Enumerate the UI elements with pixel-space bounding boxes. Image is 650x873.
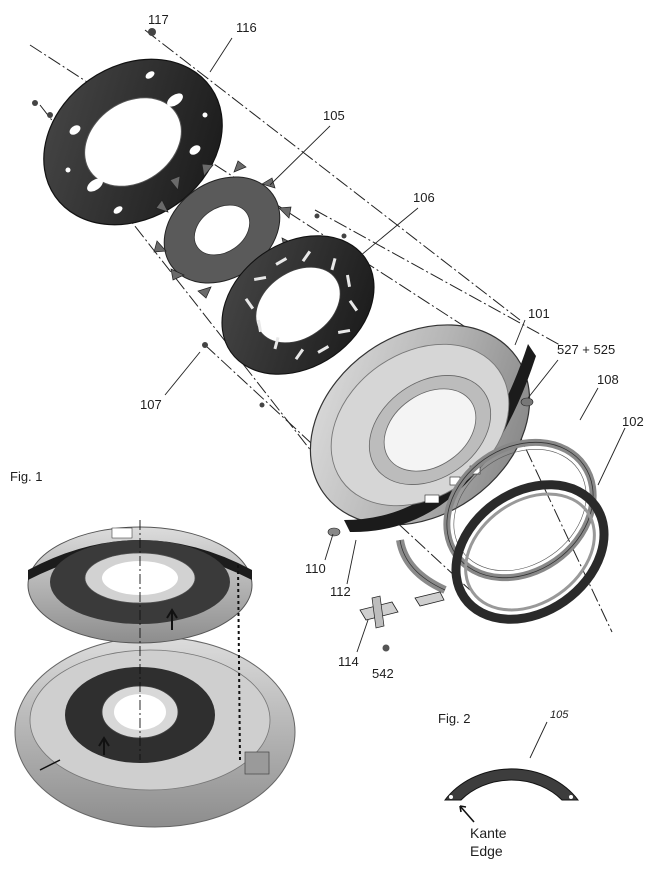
- label-112: 112: [330, 584, 351, 599]
- leader-lines: [164, 37, 626, 759]
- part-542-screw: [382, 644, 390, 652]
- part-107-screw: [202, 342, 208, 348]
- label-102: 102: [622, 414, 644, 429]
- label-108: 108: [597, 372, 619, 387]
- part-112-ring-segment: [396, 539, 447, 594]
- label-107: 107: [140, 397, 162, 412]
- label-116: 116: [236, 20, 257, 35]
- fig2-label: Fig. 2: [438, 711, 471, 726]
- label-101: 101: [528, 306, 550, 321]
- label-110: 110: [305, 561, 326, 576]
- edge-label-en: Edge: [470, 843, 503, 859]
- fig2-segment-105: [443, 768, 580, 823]
- fig1-photo: [14, 520, 296, 828]
- part-101-main-housing: [309, 324, 536, 533]
- label-105: 105: [323, 108, 345, 123]
- part-527-525-detent: [520, 397, 534, 407]
- label-542: 542: [372, 666, 394, 681]
- part-114-lever: [359, 591, 445, 629]
- part-117-screws: [32, 28, 156, 118]
- fig1-label: Fig. 1: [10, 469, 43, 484]
- label-117: 117: [148, 12, 169, 27]
- screw-axis-top: [144, 29, 521, 321]
- edge-label-de: Kante: [470, 825, 507, 841]
- part-102-retaining-ring: [451, 480, 609, 624]
- label-114: 114: [338, 654, 359, 669]
- part-106-slotted-ring: [221, 213, 375, 408]
- part-105-blade-ring: [153, 160, 293, 299]
- label-527-525: 527 + 525: [557, 342, 615, 357]
- part-110-pin: [327, 527, 341, 537]
- fig2-part-label: 105: [550, 709, 569, 721]
- main-axis: [29, 44, 471, 331]
- screw-axis-right: [314, 209, 561, 346]
- label-106: 106: [413, 190, 435, 205]
- part-labels: 117 116 105 106 101 527 + 525 108 102 10…: [140, 12, 644, 681]
